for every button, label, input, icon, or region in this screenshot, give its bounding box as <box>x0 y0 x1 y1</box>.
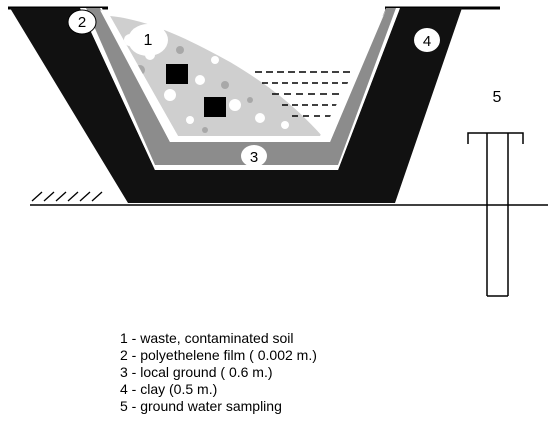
sampling-well <box>467 132 524 297</box>
legend-item-1: 1 - waste, contaminated soil <box>120 330 294 346</box>
marker-3-label: 3 <box>250 149 258 166</box>
waste-container-1 <box>166 64 188 84</box>
marker-2-bg <box>67 9 97 35</box>
marker-3-bg <box>241 145 267 167</box>
legend: 1 - waste, contaminated soil 2 - polyeth… <box>120 330 317 415</box>
marker-4-label: 4 <box>423 33 431 50</box>
legend-item-2: 2 - polyethelene film ( 0.002 m.) <box>120 347 317 363</box>
water-lines <box>255 71 360 117</box>
legend-item-5: 5 - ground water sampling <box>120 398 282 414</box>
marker-2-label: 2 <box>78 14 86 31</box>
marker-1-bg <box>128 24 168 56</box>
marker-5-label: 5 <box>493 89 502 106</box>
legend-item-4: 4 - clay (0.5 m.) <box>120 381 218 397</box>
clay-layer <box>10 8 462 203</box>
waste-container-2 <box>204 97 226 117</box>
legend-item-3: 3 - local ground ( 0.6 m.) <box>120 364 273 380</box>
marker-4-bg <box>414 28 440 52</box>
marker-1-label: 1 <box>144 32 153 49</box>
ground-hatching <box>31 191 103 202</box>
